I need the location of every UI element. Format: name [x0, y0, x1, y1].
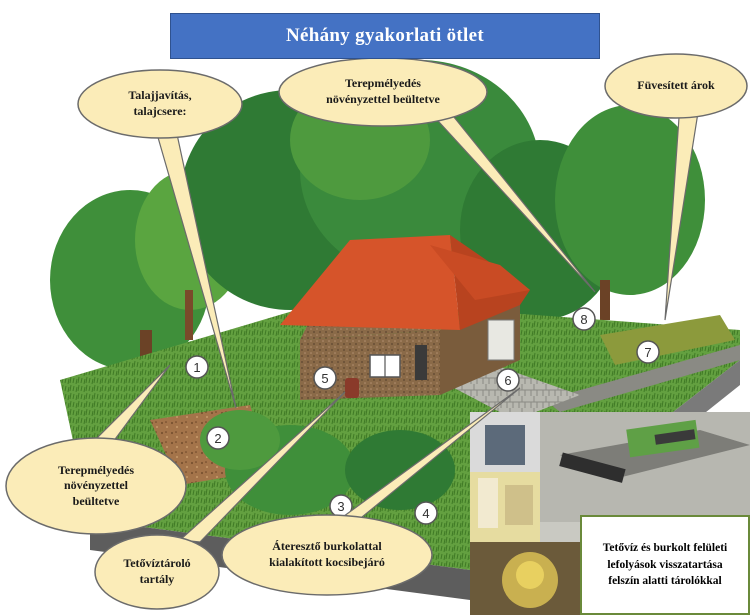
foreground-bushes — [200, 410, 455, 515]
callout-terepmelyedes-left: Terepmélyedés növényzettel beültetve — [58, 462, 134, 508]
page-title: Néhány gyakorlati ötlet — [170, 13, 600, 59]
marker-6 — [496, 368, 520, 392]
callout-bubble-ateresz — [221, 514, 433, 596]
callout-bubbles — [5, 53, 748, 610]
callout-talajjavitas: Talajjavítás, talajcsere: — [128, 88, 192, 118]
callout-pointers — [88, 95, 701, 543]
marker-label: 2 — [214, 431, 221, 446]
marker-label: 6 — [504, 373, 511, 388]
marker-5 — [313, 366, 337, 390]
photo-collage — [470, 412, 750, 615]
callout-tetoviztarolo: Tetővíztároló tartály — [123, 556, 191, 586]
callout-bubble-teto — [94, 534, 220, 610]
grass-swale — [600, 315, 735, 365]
marker-1 — [185, 355, 209, 379]
marker-label: 1 — [193, 360, 200, 375]
info-box-underground-storage: Tetővíz és burkolt felületi lefolyások v… — [580, 515, 750, 615]
callout-bubble-talaj — [77, 69, 243, 139]
callout-bubble-terep-left — [5, 437, 187, 535]
marker-label: 5 — [321, 371, 328, 386]
house — [280, 235, 530, 400]
callout-fuvesitett-arok: Füvesített árok — [637, 78, 715, 93]
marker-7 — [636, 340, 660, 364]
marker-circles: 1 2 3 4 5 6 7 8 — [185, 307, 660, 525]
marker-4 — [414, 501, 438, 525]
callout-terepmelyedes-top: Terepmélyedés növényzettel beültetve — [326, 76, 440, 106]
marker-label: 3 — [337, 499, 344, 514]
marker-8 — [572, 307, 596, 331]
marker-label: 7 — [644, 345, 651, 360]
callout-bubble-fuves — [604, 53, 748, 119]
marker-label: 8 — [580, 312, 587, 327]
marker-2 — [206, 426, 230, 450]
callout-atereszto-burkolat: Áteresztő burkolattal kialakított kocsib… — [269, 539, 385, 569]
marker-label: 4 — [422, 506, 429, 521]
